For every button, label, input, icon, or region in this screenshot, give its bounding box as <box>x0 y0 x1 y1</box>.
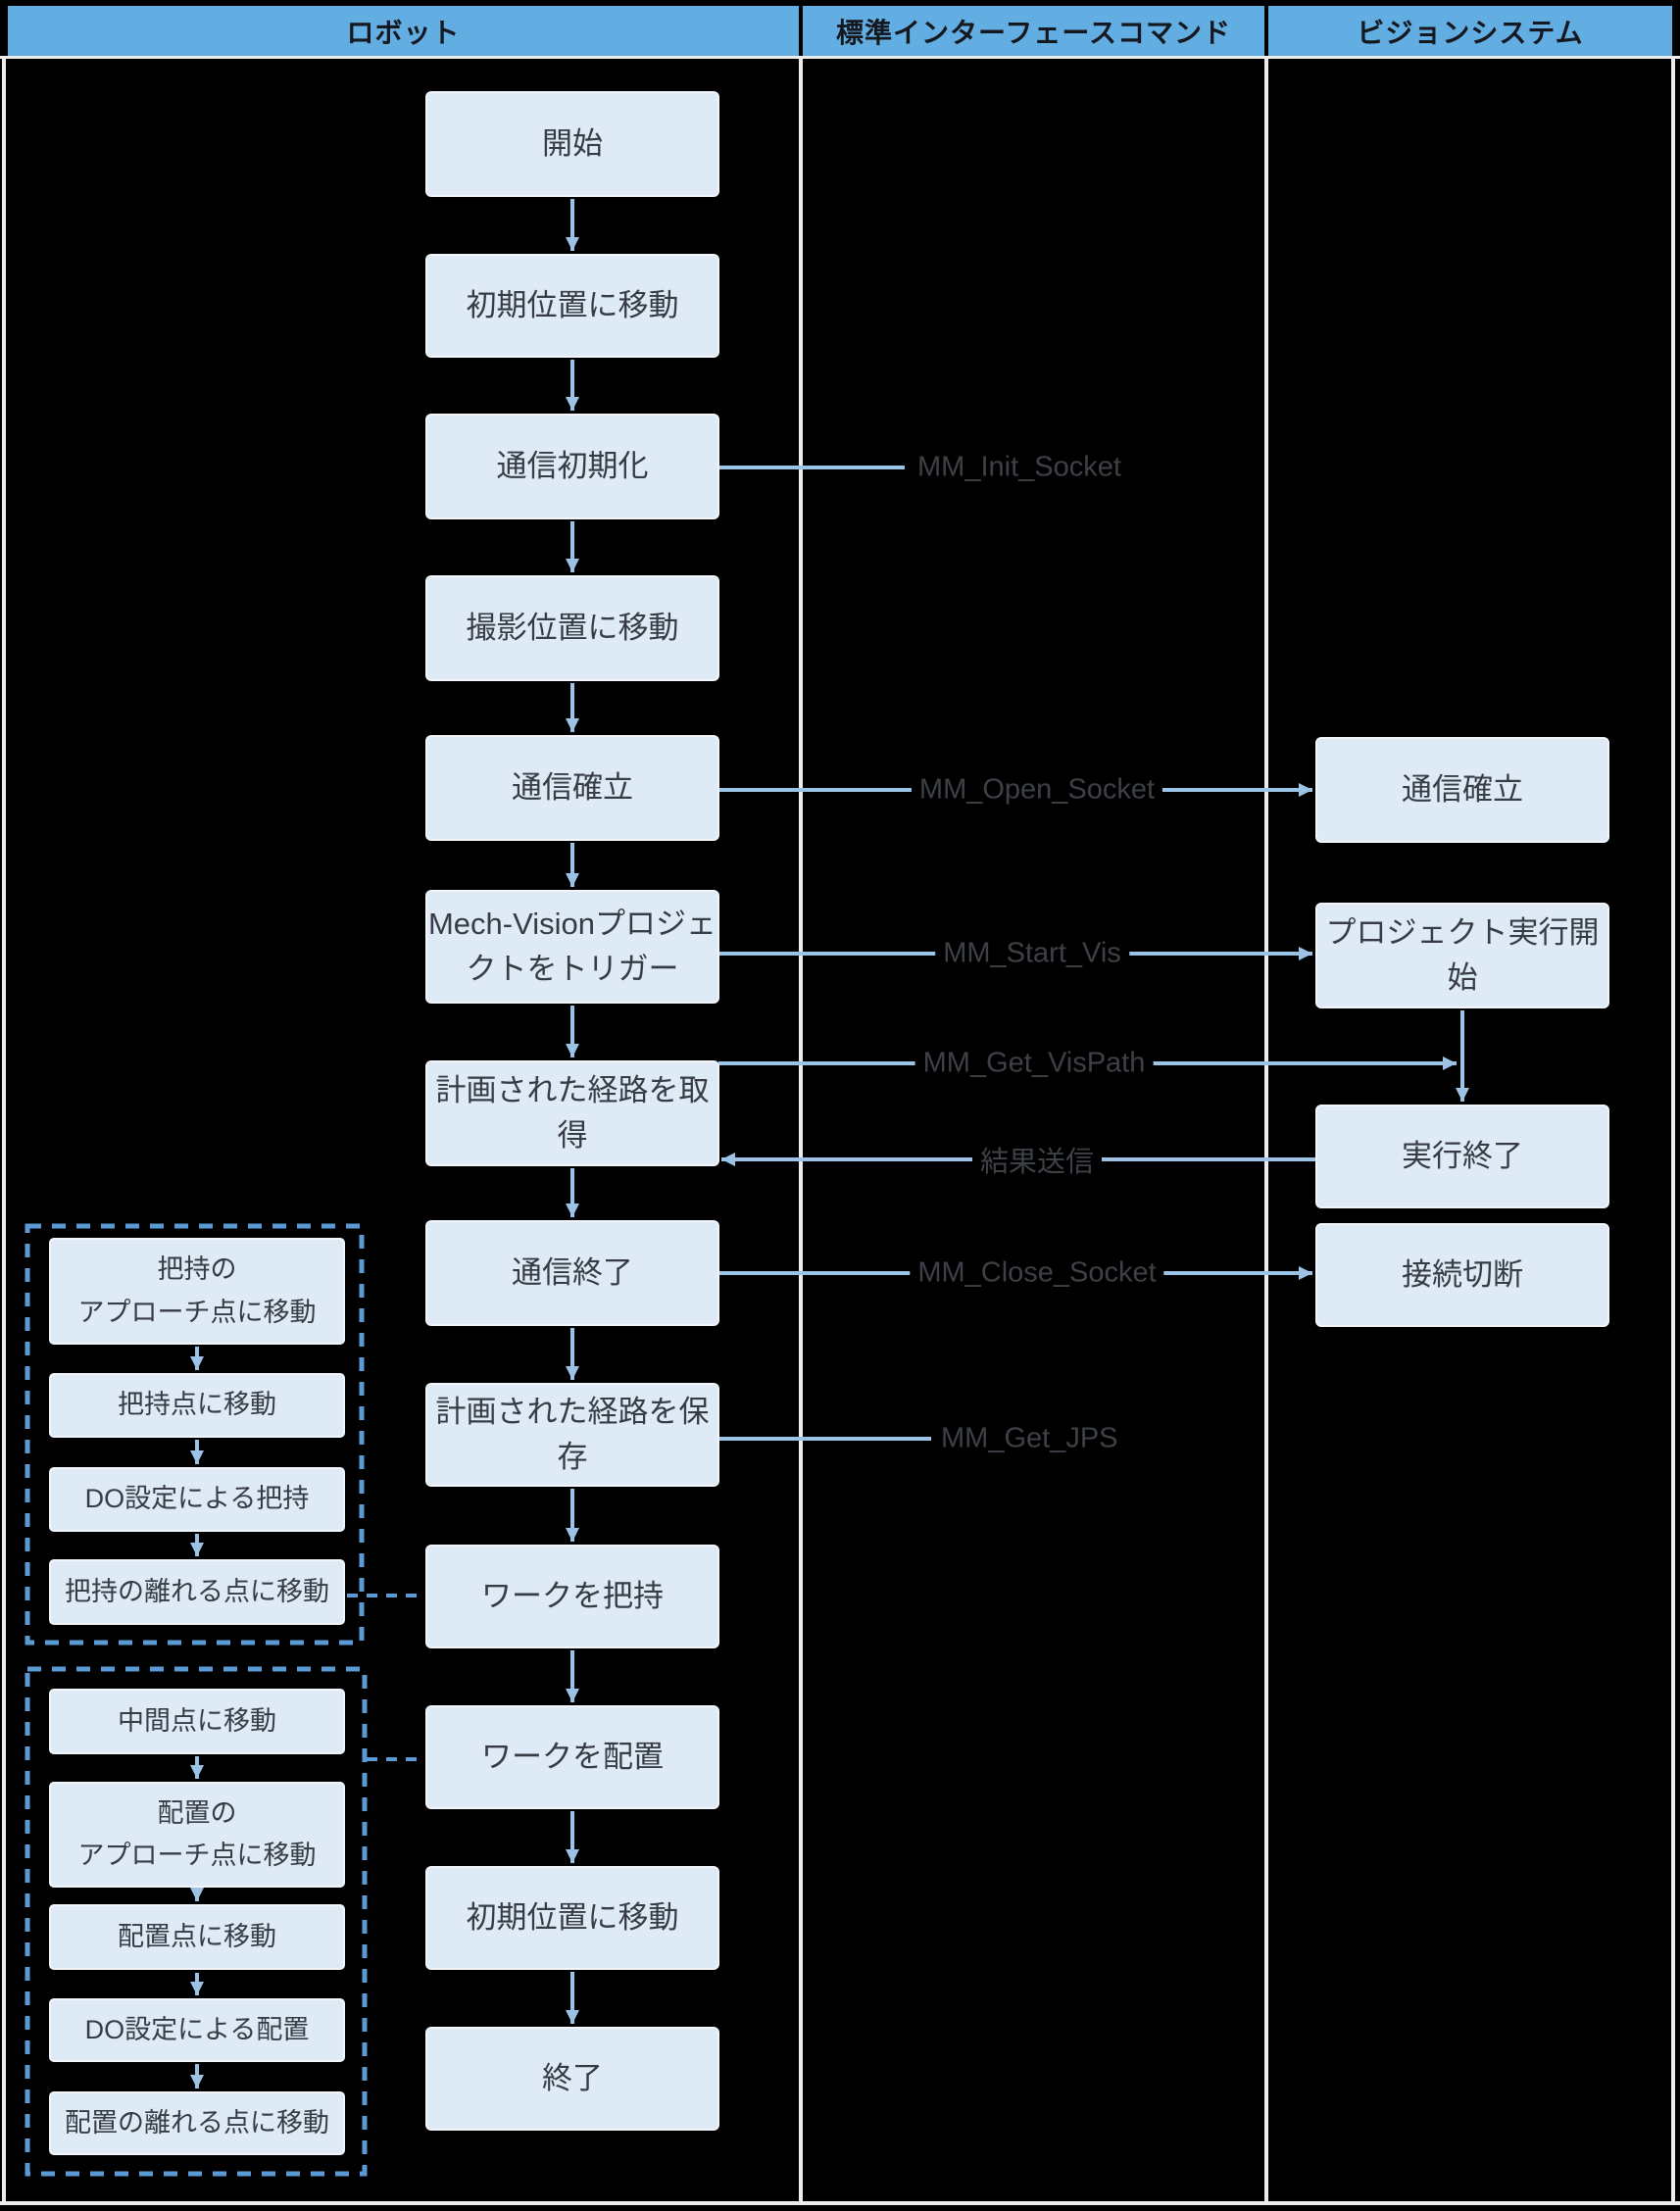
robot-step-move-capture-position: 撮影位置に移動 <box>425 575 719 681</box>
column-divider-2 <box>1264 56 1268 2205</box>
vision-step-establish-communication: 通信確立 <box>1315 737 1609 843</box>
vision-step-disconnect: 接続切断 <box>1315 1223 1609 1327</box>
robot-step-establish-communication: 通信確立 <box>425 735 719 841</box>
grasp-step-move-grasp-point: 把持点に移動 <box>49 1373 345 1438</box>
robot-step-start: 開始 <box>425 91 719 197</box>
command-label-mm-get-vispath: MM_Get_VisPath <box>914 1045 1154 1082</box>
robot-step-get-planned-path: 計画された経路を取得 <box>425 1060 719 1166</box>
place-step-move-approach-point: 配置の アプローチ点に移動 <box>49 1782 345 1888</box>
robot-step-move-initial-again: 初期位置に移動 <box>425 1866 719 1970</box>
table-left-border <box>2 56 6 2205</box>
command-label-mm-open-socket: MM_Open_Socket <box>911 771 1163 809</box>
vision-step-project-execution-start: プロジェクト実行開始 <box>1315 903 1609 1008</box>
header-cell-robot: ロボット <box>8 6 799 56</box>
command-label-mm-get-jps: MM_Get_JPS <box>933 1420 1126 1457</box>
robot-step-trigger-vision-project: Mech-Visionプロジェ クトをトリガー <box>425 890 719 1004</box>
command-label-mm-start-vis: MM_Start_Vis <box>935 935 1129 972</box>
robot-step-init-communication: 通信初期化 <box>425 414 719 519</box>
grasp-step-do-grasp: DO設定による把持 <box>49 1467 345 1532</box>
grasp-step-move-approach-point: 把持の アプローチ点に移動 <box>49 1238 345 1345</box>
place-step-do-place: DO設定による配置 <box>49 1998 345 2062</box>
robot-step-move-initial: 初期位置に移動 <box>425 254 719 358</box>
vision-step-execution-end: 実行終了 <box>1315 1105 1609 1208</box>
place-sequence-group-border <box>25 1666 368 2177</box>
place-step-move-intermediate-point: 中間点に移動 <box>49 1689 345 1754</box>
grasp-sequence-group-border <box>25 1223 365 1646</box>
header-underline <box>0 56 1680 59</box>
robot-step-close-communication: 通信終了 <box>425 1220 719 1326</box>
table-right-border <box>1671 56 1675 2205</box>
place-step-move-place-point: 配置点に移動 <box>49 1904 345 1970</box>
robot-step-save-planned-path: 計画された経路を保存 <box>425 1383 719 1487</box>
robot-step-end: 終了 <box>425 2027 719 2131</box>
column-divider-1 <box>799 56 803 2205</box>
command-label-mm-close-socket: MM_Close_Socket <box>910 1254 1164 1292</box>
robot-step-place-workpiece: ワークを配置 <box>425 1705 719 1809</box>
table-bottom-border <box>0 2201 1680 2205</box>
command-label-mm-init-socket: MM_Init_Socket <box>910 449 1129 486</box>
header-cell-vision-system: ビジョンシステム <box>1268 6 1672 56</box>
header-cell-interface-commands: 標準インターフェースコマンド <box>803 6 1264 56</box>
command-label-result-send: 結果送信 <box>971 1137 1103 1182</box>
robot-step-grasp-workpiece: ワークを把持 <box>425 1545 719 1648</box>
place-step-move-depart-point: 配置の離れる点に移動 <box>49 2091 345 2155</box>
grasp-step-move-depart-point: 把持の離れる点に移動 <box>49 1559 345 1625</box>
